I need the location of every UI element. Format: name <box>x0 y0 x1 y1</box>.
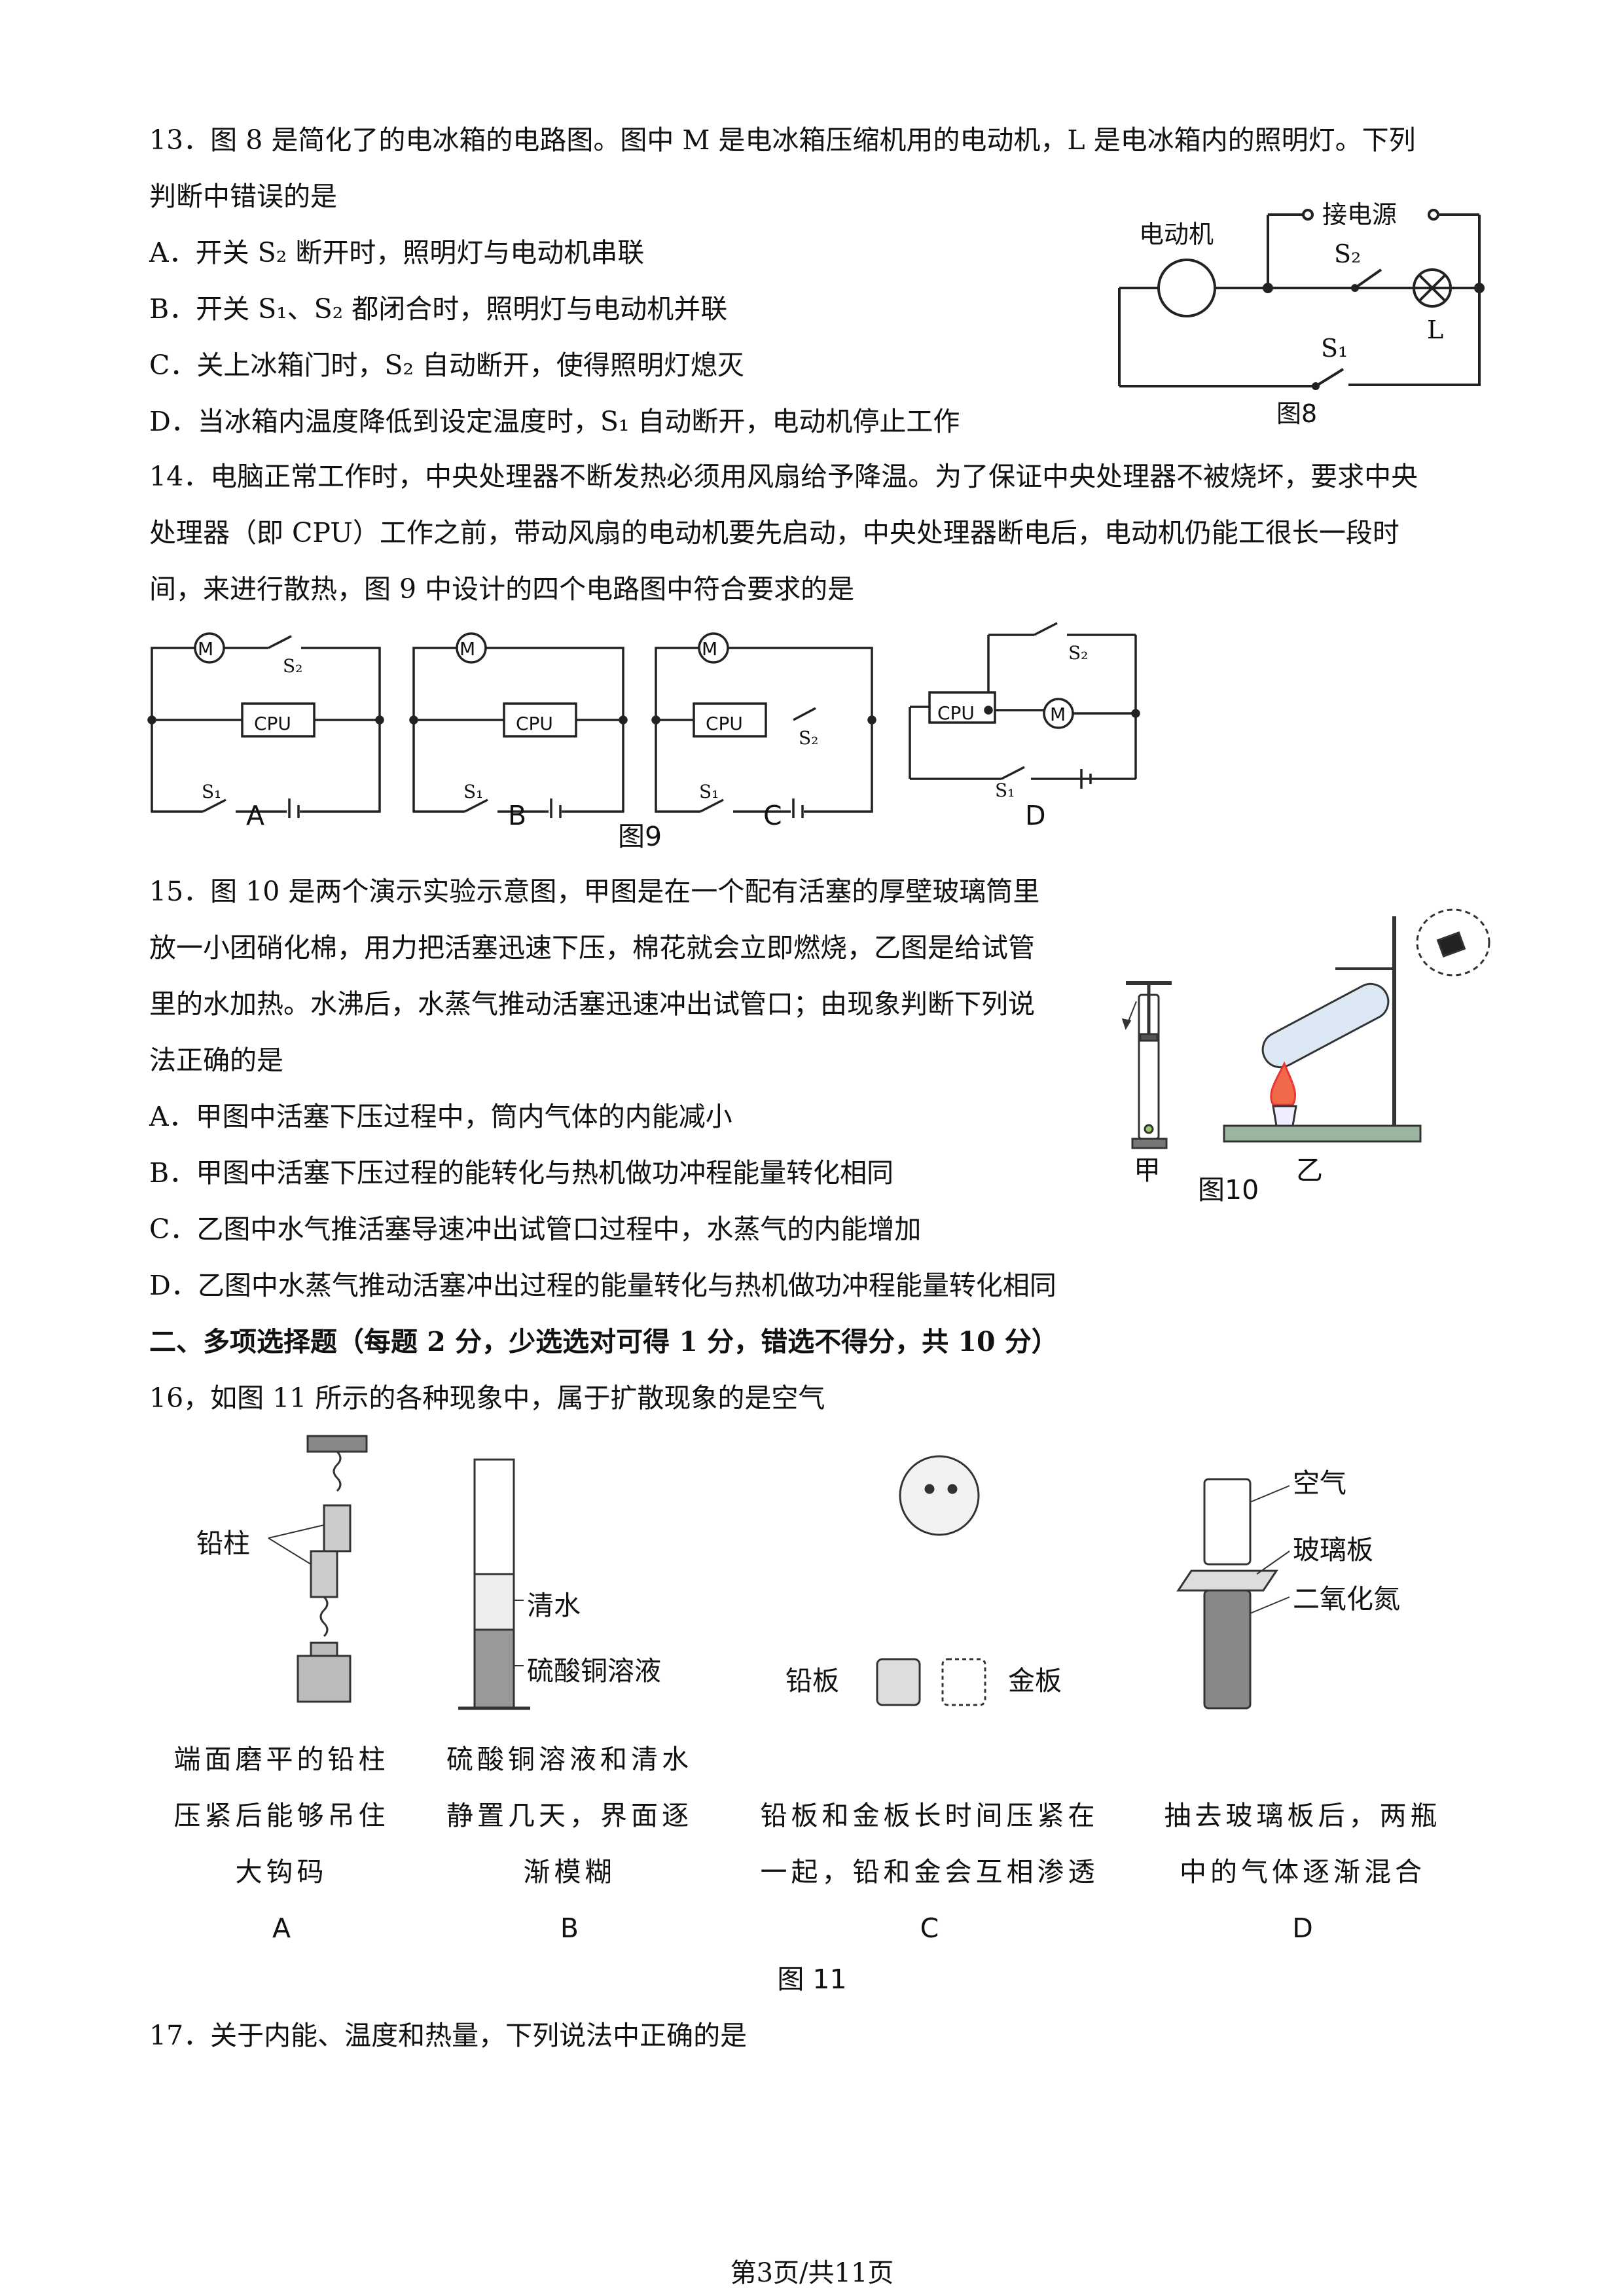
fig9-label-c: C <box>763 800 782 831</box>
switch-s1-label: S₁ <box>1321 334 1348 363</box>
fig9-a-s2: S₂ <box>283 655 303 677</box>
figure-10-experiments: 甲 乙 图10 <box>1100 897 1492 1211</box>
fig9-c-s1: S₁ <box>699 781 719 802</box>
fig11-d-glass-label: 玻璃板 <box>1293 1534 1373 1566</box>
q13-stem-line2: 判断中错误的是 <box>149 181 337 212</box>
fig11-a-caption-3: 大钩码 <box>235 1856 328 1888</box>
figure-11-caption: 图 11 <box>777 1964 847 1995</box>
fig11-d-air-label: 空气 <box>1293 1467 1346 1499</box>
q14-stem-line1: 14．电脑正常工作时，中央处理器不断发热必须用风扇给予降温。为了保证中央处理器不… <box>149 461 1418 492</box>
fig9-d-s2: S₂ <box>1068 642 1089 664</box>
section-2-heading: 二、多项选择题（每题 2 分，少选选对可得 1 分，错选不得分，共 10 分） <box>149 1326 1058 1357</box>
label-yi: 乙 <box>1296 1155 1323 1186</box>
fig11-label-d: D <box>1292 1912 1313 1944</box>
q15-option-a: A．甲图中活塞下压过程中，筒内气体的内能减小 <box>149 1101 732 1132</box>
fig11-b-water-label: 清水 <box>527 1590 581 1621</box>
q13-option-b: B．开关 S₁、S₂ 都闭合时，照明灯与电动机并联 <box>149 293 728 325</box>
q17-stem: 17．关于内能、温度和热量，下列说法中正确的是 <box>149 2020 748 2051</box>
q15-stem-line3: 里的水加热。水沸后，水蒸气推动活塞迅速冲出试管口；由现象判断下列说 <box>149 988 1035 1020</box>
fig9-label-a: A <box>246 800 265 831</box>
fig9-a-cpu: CPU <box>254 713 291 734</box>
fig11-b-caption-2: 静置几天，界面逐 <box>446 1800 693 1831</box>
lead-cylinders-illustration <box>268 1435 368 1703</box>
motor-label: 电动机 <box>1139 220 1214 249</box>
power-label: 接电源 <box>1322 200 1398 229</box>
q16-stem: 16，如图 11 所示的各种现象中，属于扩散现象的是空气 <box>149 1382 825 1414</box>
piston-cylinder-illustration <box>1121 981 1172 1149</box>
fig9-b-s1: S₁ <box>463 781 484 802</box>
q15-stem-line1: 15．图 10 是两个演示实验示意图，甲图是在一个配有活塞的厚壁玻璃筒里 <box>149 876 1040 907</box>
fig9-label-d: D <box>1025 800 1046 831</box>
fig11-a-caption-1: 端面磨平的铅柱 <box>173 1744 389 1775</box>
fig9-a-s1: S₁ <box>202 781 222 802</box>
fig11-a-caption-2: 压紧后能够吊住 <box>173 1800 389 1831</box>
q13-option-d: D．当冰箱内温度降低到设定温度时，S₁ 自动断开，电动机停止工作 <box>149 406 960 437</box>
q13-stem-line1: 13．图 8 是简化了的电冰箱的电路图。图中 M 是电冰箱压缩机用的电动机，L … <box>149 124 1416 156</box>
fig9-c-motor: M <box>702 638 718 660</box>
page-number-footer: 第3页/共11页 <box>730 2258 894 2288</box>
gas-bottles-illustration <box>1176 1478 1290 1710</box>
fig9-d-motor: M <box>1050 704 1066 725</box>
q13-option-a: A．开关 S₂ 断开时，照明灯与电动机串联 <box>149 237 645 268</box>
fig9-label-b: B <box>508 800 527 831</box>
q15-stem-line4: 法正确的是 <box>149 1045 283 1076</box>
fig11-d-no2-label: 二氧化氮 <box>1293 1583 1400 1615</box>
graduated-cylinder-illustration <box>458 1458 530 1710</box>
fig11-b-caption-1: 硫酸铜溶液和清水 <box>446 1744 693 1775</box>
q14-stem-line2: 处理器（即 CPU）工作之前，带动风扇的电动机要先启动，中央处理器断电后，电动机… <box>149 517 1399 548</box>
fig11-c-caption-2: 一起，铅和金会互相渗透 <box>760 1856 1099 1888</box>
q13-option-c: C．关上冰箱门时，S₂ 自动断开，使得照明灯熄灭 <box>149 350 744 381</box>
fig11-c-caption-1: 铅板和金板长时间压紧在 <box>760 1800 1099 1831</box>
fig9-c-s2: S₂ <box>799 727 819 749</box>
fig9-d-cpu: CPU <box>937 702 975 724</box>
fig11-b-caption-3: 渐模糊 <box>523 1856 616 1888</box>
lamp-label: L <box>1427 315 1444 344</box>
label-jia: 甲 <box>1134 1155 1161 1186</box>
fig11-d-caption-2: 中的气体逐渐混合 <box>1180 1856 1426 1888</box>
q15-stem-line2: 放一小团硝化棉，用力把活塞迅速下压，棉花就会立即燃烧，乙图是给试管 <box>149 932 1035 963</box>
fig11-c-lead-label: 铅板 <box>785 1665 839 1696</box>
test-tube-heating-illustration <box>1223 908 1490 1143</box>
fig9-b-cpu: CPU <box>516 713 553 734</box>
q14-stem-line3: 间，来进行散热，图 9 中设计的四个电路图中符合要求的是 <box>149 573 855 605</box>
q15-option-d: D．乙图中水蒸气推动活塞冲出过程的能量转化与热机做功冲程能量转化相同 <box>149 1270 1056 1301</box>
fig9-d-s1: S₁ <box>995 780 1015 801</box>
fig11-label-b: B <box>560 1912 579 1944</box>
fig11-b-solution-label: 硫酸铜溶液 <box>527 1655 661 1687</box>
figure-8-fridge-circuit: 电动机 接电源 S₂ L S₁ 图8 <box>1113 190 1492 439</box>
figure-11-diffusion: 铅柱 清水 硫酸铜溶液 铅板 金板 空气 玻璃板 二氧化氮 <box>183 1433 1492 1728</box>
lead-gold-plates-illustration <box>876 1455 986 1706</box>
fig9-b-motor: M <box>460 638 476 660</box>
figure-9-caption: 图9 <box>618 821 662 852</box>
figure-8-caption: 图8 <box>1276 399 1318 428</box>
fig11-d-caption-1: 抽去玻璃板后，两瓶 <box>1164 1800 1441 1831</box>
fig9-a-motor: M <box>198 638 214 660</box>
q15-option-c: C．乙图中水气推活塞导速冲出试管口过程中，水蒸气的内能增加 <box>149 1213 922 1245</box>
fig9-c-cpu: CPU <box>706 713 743 734</box>
fig11-label-c: C <box>920 1912 939 1944</box>
q15-option-b: B．甲图中活塞下压过程的能转化与热机做功冲程能量转化相同 <box>149 1157 894 1189</box>
figure-9-cpu-circuits: M CPU S₂ S₁ A M CPU S₁ B M CPU S₂ S₁ C M… <box>144 622 1165 852</box>
fig11-c-gold-label: 金板 <box>1008 1665 1062 1696</box>
fig11-label-a: A <box>272 1912 291 1944</box>
switch-s2-label: S₂ <box>1334 240 1362 268</box>
fig11-a-lead-label: 铅柱 <box>196 1528 250 1559</box>
figure-10-caption: 图10 <box>1198 1174 1259 1206</box>
